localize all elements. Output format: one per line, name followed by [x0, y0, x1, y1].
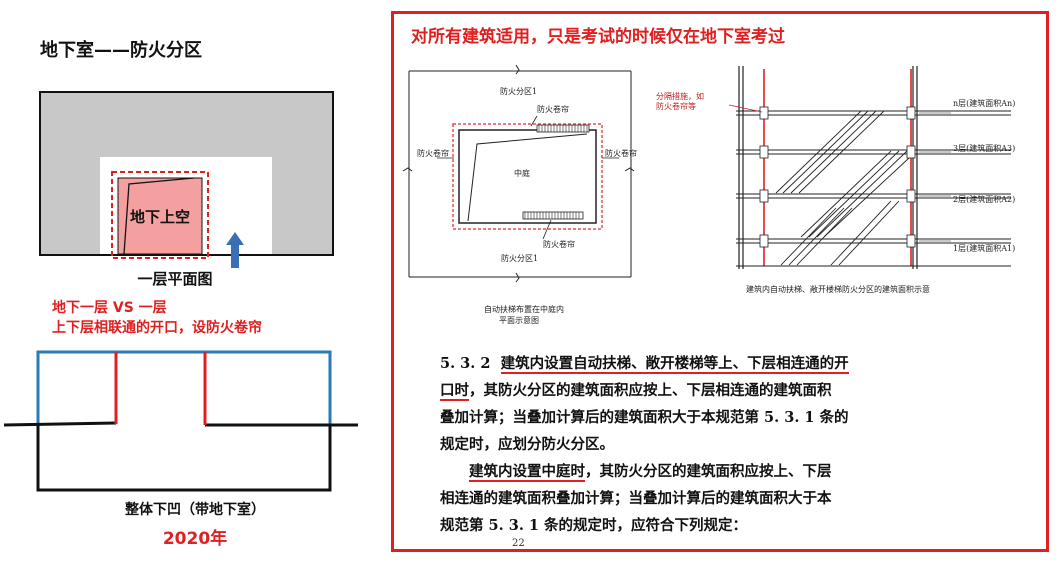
plan-atrium — [117, 177, 203, 255]
clause-532-text-cont: ，其防火分区的建筑面积应按上、下层相连通的建筑面积 — [469, 382, 832, 399]
plan-atrium-label: 地下上空 — [130, 208, 190, 226]
code-clauses: 5. 3. 2 建筑内设置自动扶梯、敞开楼梯等上、下层相连通的开 口时，其防火分… — [440, 350, 930, 539]
figure-escalator-section: 分隔措施，如 防火卷帘等 n层(建筑面积An) 3层(建筑面积A3) 2层(建筑… — [656, 66, 1015, 294]
fig2-note-line1: 分隔措施，如 — [656, 91, 704, 101]
left-diagrams: 地下上空 — [3, 91, 358, 492]
fig1-caption-line2: 平面示意图 — [499, 315, 539, 325]
clause-atrium-line3: 规范第 5. 3. 1 条的规定时，应符合下列规定： — [440, 517, 748, 534]
fig1-caption-line1: 自动扶梯布置在中庭内 — [484, 304, 564, 314]
clause-532-line1: 5. 3. 2 建筑内设置自动扶梯、敞开楼梯等上、下层相连通的开 — [440, 350, 930, 377]
fig2-floor-3: 3层(建筑面积A3) — [953, 143, 1015, 153]
figure-shutter-boundary — [452, 123, 603, 230]
fig2-floor-n: n层(建筑面积An) — [953, 98, 1015, 108]
fig1-zone-top: 防火分区1 — [500, 86, 537, 96]
clause-atrium-line1: 建筑内设置中庭时，其防火分区的建筑面积应按上、下层 — [440, 458, 930, 485]
plan-fire-shutter-boundary — [111, 171, 209, 259]
plan-atrium-slope-line — [123, 177, 195, 255]
arrow-up-icon — [226, 232, 244, 268]
plan-caption: 一层平面图 — [137, 270, 213, 288]
section-upper-outline — [36, 350, 332, 425]
clause-532-text-start: 建筑内设置自动扶梯、敞开楼梯等上、下层相连通的开 — [500, 355, 849, 374]
figure-atrium-outline — [458, 129, 597, 224]
panel-title: 对所有建筑适用，只是考试的时候仅在地下室考过 — [411, 27, 785, 47]
fig1-shutter-left: 防火卷帘 — [417, 148, 449, 158]
page-number: 22 — [512, 538, 525, 549]
fig1-atrium: 中庭 — [514, 168, 530, 178]
clause-532-number: 5. 3. 2 — [440, 355, 491, 372]
fig1-shutter-bottom: 防火卷帘 — [543, 239, 575, 249]
section-basement-outline — [36, 425, 332, 492]
opening-note-line2: 上下层相联通的开口，设防火卷帘 — [52, 320, 262, 336]
fig2-note-line2: 防火卷帘等 — [656, 101, 696, 111]
fig2-floor-2: 2层(建筑面积A2) — [953, 194, 1015, 204]
clause-atrium-highlight: 建筑内设置中庭时 — [469, 463, 585, 482]
clause-atrium-line2: 相连通的建筑面积叠加计算；当叠加计算后的建筑面积大于本 — [440, 490, 832, 507]
fig1-shutter-right: 防火卷帘 — [605, 148, 637, 158]
section-ground-left — [3, 421, 117, 427]
figure-atrium-plan: 防火分区1 防火卷帘 防火卷帘 防火卷帘 中庭 防火卷帘 防火分区1 自动扶梯布… — [402, 64, 637, 325]
clause-532-highlight: 口时 — [440, 382, 469, 401]
clause-532-line2: 口时，其防火分区的建筑面积应按上、下层相连通的建筑面积 — [440, 377, 930, 404]
clause-532-line4: 规定时，应划分防火分区。 — [440, 436, 614, 453]
opening-note: 地下一层 VS 一层 上下层相联通的开口，设防火卷帘 — [52, 298, 262, 338]
fig2-floor-1: 1层(建筑面积A1) — [953, 243, 1015, 253]
clause-atrium-text-cont: ，其防火分区的建筑面积应按上、下层 — [585, 463, 832, 480]
section-caption: 整体下凹（带地下室） — [125, 502, 265, 518]
year-label: 2020年 — [162, 529, 228, 549]
left-title: 地下室——防火分区 — [40, 40, 202, 61]
code-figures: 防火分区1 防火卷帘 防火卷帘 防火卷帘 中庭 防火卷帘 防火分区1 自动扶梯布… — [402, 64, 1015, 325]
fig1-shutter-top: 防火卷帘 — [537, 104, 569, 114]
opening-note-line1: 地下一层 VS 一层 — [52, 300, 167, 316]
code-excerpt-panel — [391, 11, 1049, 552]
clause-532-line3: 叠加计算；当叠加计算后的建筑面积大于本规范第 5. 3. 1 条的 — [440, 409, 849, 426]
fig2-caption: 建筑内自动扶梯、敞开楼梯防火分区的建筑面积示意 — [746, 284, 930, 294]
fig1-zone-bottom: 防火分区1 — [501, 253, 538, 263]
